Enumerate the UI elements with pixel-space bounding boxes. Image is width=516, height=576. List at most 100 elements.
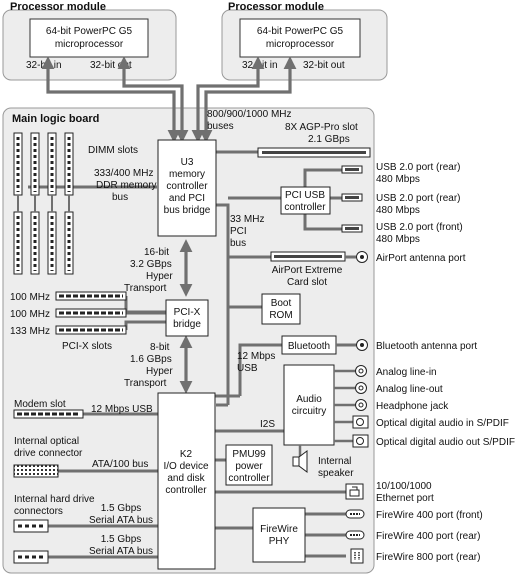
- pmu-controller: PMU99 power controller: [225, 444, 273, 486]
- pcix-bridge: PCI-X bridge: [165, 299, 209, 337]
- pci-bus-line-3: bus: [230, 238, 246, 249]
- bluetooth-usb-line-2: USB: [237, 363, 258, 374]
- bluetooth-antenna-label: Bluetooth antenna port: [376, 341, 477, 352]
- optical-drive-connector: Internal optical drive connector ATA/100…: [13, 436, 148, 478]
- modem-label: Modem slot: [14, 399, 66, 410]
- bluetooth-usb-line-1: 12 Mbps: [237, 351, 275, 362]
- usb-ctrl-line-2: controller: [284, 202, 326, 213]
- pcix-slot-1-speed: 100 MHz: [10, 292, 50, 303]
- firewire-400-front-icon: [345, 509, 365, 519]
- boot-rom-line-1: Boot: [271, 298, 292, 309]
- firewire-line-1: FireWire: [260, 524, 298, 535]
- firewire-port-1-label: FireWire 400 port (front): [376, 510, 483, 521]
- firewire-port-icons: [345, 509, 365, 564]
- usb-ports: USB 2.0 port (rear) 480 Mbps USB 2.0 por…: [341, 162, 463, 245]
- ht1-line-2: 3.2 GBps: [130, 259, 172, 270]
- speaker-line-2: speaker: [318, 468, 354, 479]
- airport-antenna-label: AirPort antenna port: [376, 253, 466, 264]
- processor-module-2-title: Processor module: [228, 1, 324, 13]
- modem-bus-label: 12 Mbps USB: [91, 404, 153, 415]
- processor-buses: [41, 56, 297, 143]
- usb-ctrl-line-1: PCI USB: [285, 190, 325, 201]
- u3-line-4: and PCI: [169, 193, 205, 204]
- k2-line-2: I/O device: [163, 461, 208, 472]
- processor-1-chip-line-2: microprocessor: [55, 39, 124, 50]
- firewire-phy: FireWire PHY: [252, 507, 306, 563]
- pci-bus-line-2: PCI: [230, 226, 247, 237]
- speaker-line-1: Internal: [318, 456, 351, 467]
- ethernet-port-icon: [345, 483, 364, 500]
- processor-module-1-title: Processor module: [10, 1, 106, 13]
- ht2-line-2: 1.6 GBps: [130, 354, 172, 365]
- boot-rom: Boot ROM: [261, 293, 301, 325]
- usb-port-3-line-1: USB 2.0 port (front): [376, 222, 463, 233]
- agp-label-line-2: 2.1 GBps: [308, 134, 350, 145]
- speaker-icon: [292, 450, 308, 473]
- usb-port-2-line-2: 480 Mbps: [376, 205, 420, 216]
- k2-controller: K2 I/O device and disk controller: [157, 392, 216, 570]
- audio-port-5-label: Optical digital audio out S/PDIF: [376, 437, 515, 448]
- ht2-line-3: Hyper: [146, 366, 173, 377]
- k2-line-4: controller: [165, 485, 207, 496]
- pcix-slot-3-speed: 133 MHz: [10, 326, 50, 337]
- u3-controller: U3 memory controller and PCI bus bridge: [157, 139, 217, 237]
- line-in-icon: [355, 365, 367, 377]
- u3-line-3: controller: [166, 181, 208, 192]
- pmu-line-3: controller: [228, 473, 270, 484]
- usb-port-1-line-2: 480 Mbps: [376, 174, 420, 185]
- bluetooth-module: Bluetooth: [281, 335, 356, 355]
- audio-port-1-label: Analog line-in: [376, 367, 437, 378]
- u3-line-2: memory: [169, 169, 205, 180]
- u3-line-5: bus bridge: [164, 205, 211, 216]
- audio-line-1: Audio: [296, 394, 322, 405]
- k2-line-3: and disk: [167, 473, 205, 484]
- optical-label-line-1: Internal optical: [14, 436, 79, 447]
- ethernet-line-2: Ethernet port: [376, 493, 434, 504]
- boot-rom-line-2: ROM: [269, 310, 292, 321]
- firewire-400-rear-icon: [345, 530, 365, 540]
- pcix-bridge-line-1: PCI-X: [174, 307, 201, 318]
- dimm-slots: DIMM slots 333/400 MHz DDR memory bus: [13, 132, 157, 275]
- ht2-line-1: 8-bit: [150, 342, 170, 353]
- audio-circuitry: Audio circuitry: [283, 364, 335, 446]
- sata-1-line-2: Serial ATA bus: [89, 515, 153, 526]
- processor-2-in-label: 32-bit in: [242, 60, 278, 71]
- modem-slot: Modem slot 12 Mbps USB: [13, 399, 153, 419]
- processor-buses-label-line-2: buses: [207, 121, 234, 132]
- optical-in-icon: [352, 415, 369, 429]
- ht1-line-4: Transport: [124, 283, 167, 294]
- processor-2-out-label: 32-bit out: [303, 60, 345, 71]
- hdd-label-line-1: Internal hard drive: [14, 494, 95, 505]
- agp-label-line-1: 8X AGP-Pro slot: [285, 122, 358, 133]
- optical-label-line-2: drive connector: [14, 448, 83, 459]
- processor-2-chip-line-1: 64-bit PowerPC G5: [257, 26, 344, 37]
- pcix-bridge-line-2: bridge: [173, 319, 201, 330]
- firewire-line-2: PHY: [269, 536, 290, 547]
- audio-port-4-label: Optical digital audio in S/PDIF: [376, 418, 509, 429]
- usb-port-2-line-1: USB 2.0 port (rear): [376, 193, 460, 204]
- processor-1-in-label: 32-bit in: [26, 60, 62, 71]
- dimm-label: DIMM slots: [88, 145, 138, 156]
- u3-line-1: U3: [181, 157, 194, 168]
- firewire-port-3-label: FireWire 800 port (rear): [376, 552, 480, 563]
- processor-buses-label-line-1: 800/900/1000 MHz: [207, 109, 292, 120]
- usb-port-3-line-2: 480 Mbps: [376, 234, 420, 245]
- pci-usb-controller: PCI USB controller: [280, 186, 331, 215]
- ethernet-line-1: 10/100/1000: [376, 481, 432, 492]
- pcix-slots-label: PCI-X slots: [62, 341, 112, 352]
- hdd-label-line-2: connectors: [14, 506, 63, 517]
- hard-drive-connectors: Internal hard drive connectors 1.5 Gbps …: [13, 494, 153, 564]
- pci-bus-line-1: 33 MHz: [230, 214, 264, 225]
- sata-1-line-1: 1.5 Gbps: [101, 503, 142, 514]
- pmu-line-1: PMU99: [232, 449, 266, 460]
- airport-antenna-icon: [356, 251, 368, 263]
- i2s-label: I2S: [260, 419, 275, 430]
- sata-2-line-2: Serial ATA bus: [89, 546, 153, 557]
- pmu-line-2: power: [235, 461, 263, 472]
- processor-module-1: Processor module 64-bit PowerPC G5 micro…: [2, 1, 177, 81]
- firewire-800-rear-icon: [350, 548, 364, 564]
- ht1-line-3: Hyper: [146, 271, 173, 282]
- optical-bus-label: ATA/100 bus: [92, 459, 148, 470]
